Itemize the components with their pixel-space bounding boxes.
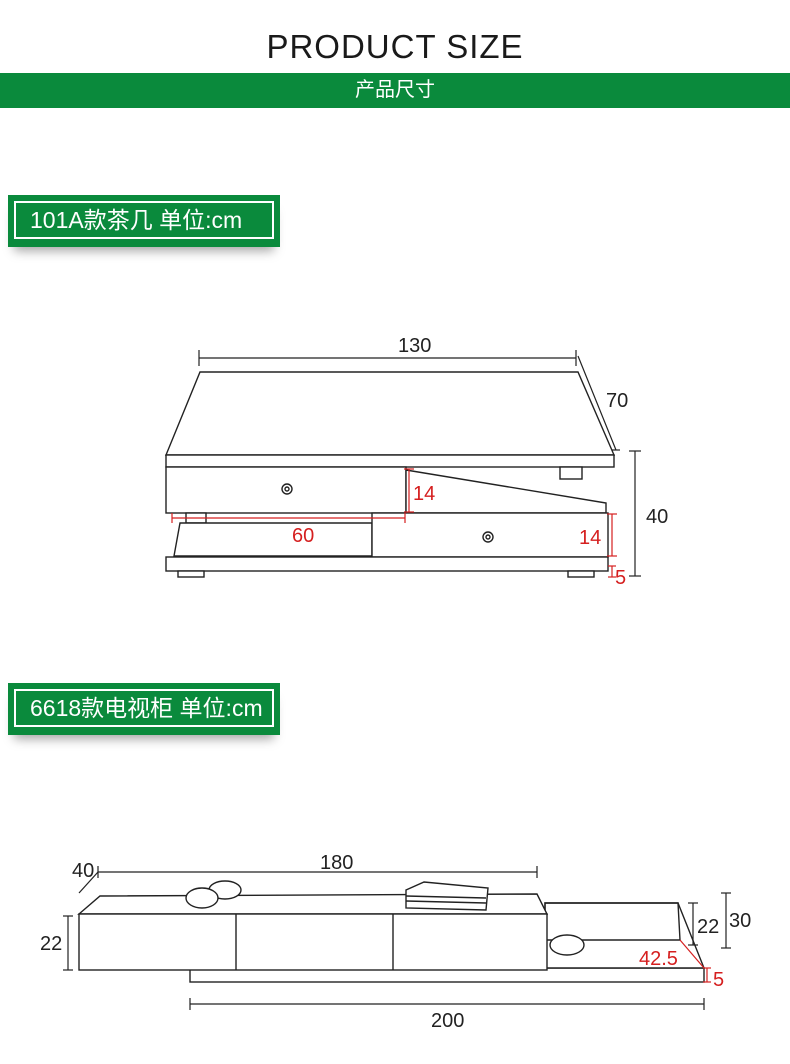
upper-drawer-knob [281,483,293,495]
table-foot [567,570,595,578]
subtitle-banner: 产品尺寸 [0,73,790,108]
section-label-text: 101A款茶几 单位:cm [14,201,274,239]
dim-table-depth: 70 [606,390,628,412]
dim-upper-drawer-height: 14 [413,483,435,505]
page-title: PRODUCT SIZE [266,28,524,65]
dim-shelf-depth: 42.5 [639,948,678,970]
table-top-surface [164,371,616,456]
decor-bowl [549,934,585,956]
section-label-text: 6618款电视柜 单位:cm [14,689,274,727]
dim-cabinet-depth: 40 [72,860,94,882]
lower-drawer-knob [482,531,494,543]
dim-lower-drawer-height: 14 [579,527,601,549]
lower-shelf-top [173,522,373,557]
table-foot [177,570,205,578]
dim-shelf-height-inner: 22 [697,916,719,938]
support-block [559,466,583,480]
dim-extended-length: 200 [431,1010,464,1032]
tv-cabinet-drawing [77,880,706,983]
tv-cabinet-red-dimensions [679,939,711,983]
cabinet-front [78,913,548,971]
dim-cabinet-length: 180 [320,852,353,874]
dim-base-height: 5 [713,969,724,991]
dim-leg-height: 5 [615,567,626,589]
dim-table-length: 130 [398,335,431,357]
coffee-table-dimensions [198,350,641,577]
coffee-table-drawing [164,371,616,578]
dim-drawer-width: 60 [292,525,314,547]
table-base [165,556,609,572]
dim-shelf-height-total: 30 [729,910,751,932]
dim-table-height: 40 [646,506,668,528]
tv-cabinet-dimensions [63,866,731,1010]
subtitle-text: 产品尺寸 [355,79,435,101]
decor-bowl [185,887,219,909]
coffee-table-red-dimensions [171,468,617,578]
section-label-tv-cabinet: 6618款电视柜 单位:cm [8,683,280,735]
table-top-edge [165,454,615,468]
section-label-coffee-table: 101A款茶几 单位:cm [8,195,280,247]
dim-cabinet-height-left: 22 [40,933,62,955]
lower-drawer [371,512,609,558]
